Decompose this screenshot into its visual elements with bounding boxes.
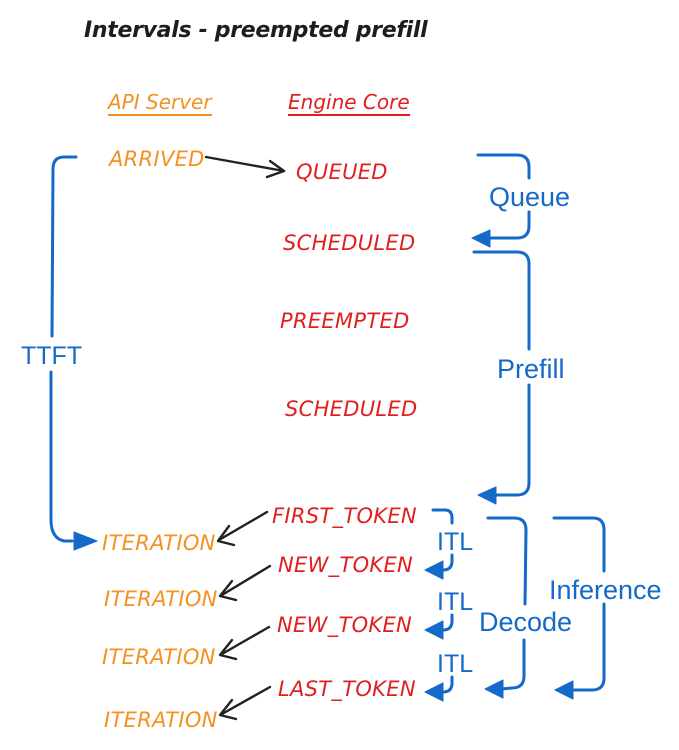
inference-label: Inference	[549, 575, 662, 605]
arrow-first-token-to-iteration	[216, 510, 269, 547]
event-iteration-1: ITERATION	[102, 531, 216, 555]
decode-bracket	[484, 516, 528, 699]
event-iteration-4: ITERATION	[104, 708, 218, 732]
prefill-arrowhead	[477, 486, 497, 505]
arrow-new-token-1-to-iteration	[218, 564, 272, 602]
queue-arrowhead	[471, 229, 491, 248]
ttft-arrowhead	[73, 531, 98, 551]
arrow-last-token-to-iteration	[218, 685, 272, 721]
event-new-token-second: NEW_TOKEN	[277, 613, 413, 637]
event-last-token: LAST_TOKEN	[278, 677, 416, 701]
prefill-label: Prefill	[497, 354, 565, 384]
itl-arrowhead-2	[424, 620, 444, 640]
event-preempted: PREEMPTED	[280, 309, 410, 333]
event-scheduled-first: SCHEDULED	[283, 231, 416, 255]
event-scheduled-second: SCHEDULED	[285, 397, 418, 421]
ttft-bracket	[49, 155, 98, 551]
event-iteration-3: ITERATION	[102, 645, 216, 669]
event-new-token-first: NEW_TOKEN	[278, 553, 414, 577]
ttft-label: TTFT	[21, 342, 83, 370]
diagram-title: Intervals - preempted prefill	[84, 18, 428, 43]
event-first-token: FIRST_TOKEN	[272, 504, 417, 528]
inference-arrowhead	[554, 680, 574, 700]
arrow-new-token-2-to-iteration	[218, 625, 271, 661]
engine-core-header: Engine Core	[288, 90, 410, 116]
event-iteration-2: ITERATION	[104, 587, 218, 611]
itl-arrowhead-1	[424, 560, 444, 580]
queue-bracket	[471, 153, 531, 248]
itl-bracket-chain	[424, 508, 454, 702]
inference-bracket	[552, 516, 606, 700]
event-queued: QUEUED	[296, 160, 388, 184]
event-arrived: ARRIVED	[109, 147, 205, 171]
api-server-header: API Server	[108, 90, 212, 116]
prefill-bracket	[472, 250, 531, 505]
arrow-arrived-to-queued	[204, 155, 286, 179]
decode-label: Decode	[479, 607, 573, 637]
queue-label: Queue	[489, 182, 571, 212]
itl-label-2: ITL	[437, 588, 474, 616]
decode-arrowhead	[484, 679, 504, 699]
itl-arrowhead-3	[424, 682, 444, 702]
itl-label-1: ITL	[437, 528, 474, 556]
itl-label-3: ITL	[437, 650, 474, 678]
